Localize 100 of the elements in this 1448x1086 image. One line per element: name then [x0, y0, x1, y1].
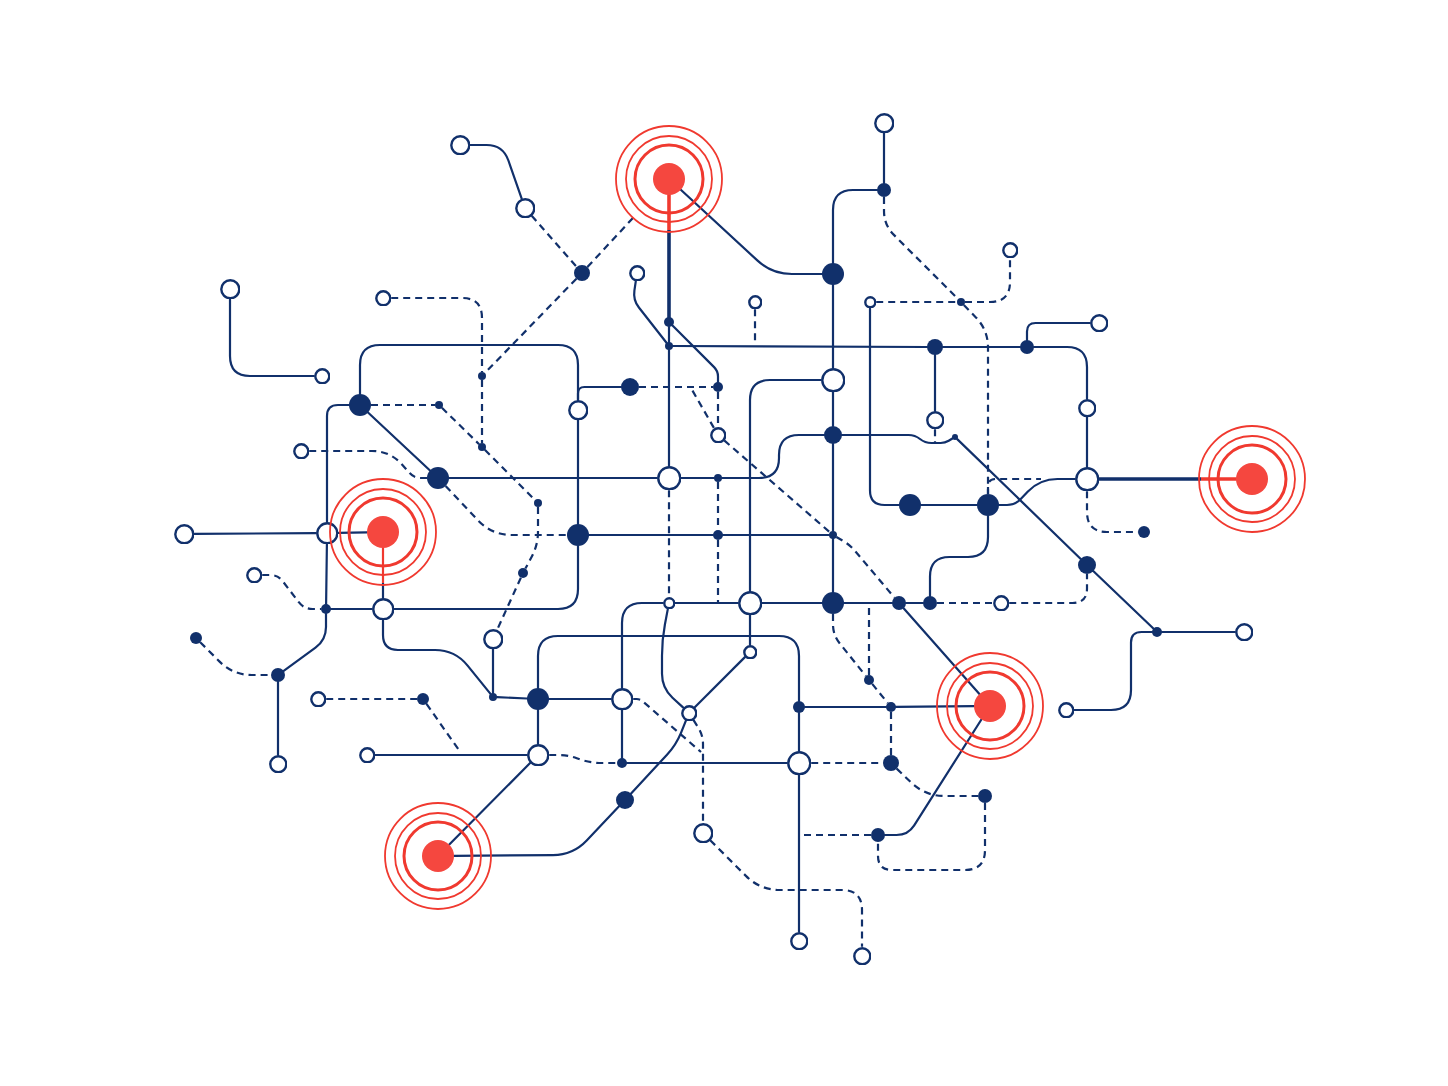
connector-line — [997, 477, 1076, 507]
open-circle-node — [852, 946, 872, 966]
connector-line — [325, 403, 351, 523]
filled-dot-node — [271, 668, 285, 682]
dashed-connector-line — [965, 258, 1012, 304]
dashed-connector-line — [895, 767, 978, 798]
open-circle-node — [309, 690, 327, 708]
filled-dot-node — [435, 401, 443, 409]
filled-dot-node — [534, 499, 542, 507]
open-circle-node — [1077, 398, 1097, 418]
open-circle-node — [219, 278, 241, 300]
filled-dot-node — [899, 494, 921, 516]
connector-line — [625, 761, 788, 765]
dashed-connector-line — [586, 217, 634, 268]
target-node — [384, 802, 492, 910]
connector-line — [1092, 570, 1155, 630]
open-circle-node — [358, 746, 376, 764]
open-circle-node — [292, 442, 310, 460]
dashed-connector-line — [986, 477, 1041, 494]
dashed-connector-line — [633, 697, 702, 753]
dashed-connector-line — [876, 300, 957, 304]
open-circle-node — [526, 743, 550, 767]
connector-line — [660, 608, 685, 709]
target-node — [1198, 425, 1306, 533]
open-circle-node — [786, 750, 812, 776]
connector-line — [366, 411, 432, 472]
dashed-connector-line — [441, 407, 480, 445]
connector-line — [536, 634, 801, 703]
filled-dot-node — [518, 568, 528, 578]
dashed-connector-line — [524, 507, 540, 570]
open-circle-node — [742, 644, 758, 660]
connector-line — [547, 697, 612, 701]
filled-dot-node — [713, 382, 723, 392]
connector-line — [721, 533, 831, 537]
connector-line — [620, 709, 624, 760]
open-circle-node — [662, 596, 676, 610]
filled-dot-node — [886, 702, 896, 712]
dashed-connector-line — [1009, 574, 1089, 605]
connector-line — [831, 442, 835, 533]
connector-line — [495, 696, 529, 700]
connector-line — [933, 353, 937, 412]
connector-line — [941, 345, 1022, 349]
open-circle-node — [1057, 701, 1075, 719]
connector-line — [928, 514, 990, 598]
filled-dot-node — [478, 443, 486, 451]
connector-line — [902, 607, 981, 696]
dashed-connector-line — [692, 719, 705, 823]
connector-line — [325, 543, 328, 606]
connector-line — [276, 680, 280, 756]
connector-line — [491, 648, 495, 695]
open-circle-node — [992, 594, 1010, 612]
filled-dot-node — [574, 265, 590, 281]
open-circle-node — [514, 197, 536, 219]
open-circle-node — [374, 289, 392, 307]
dashed-connector-line — [889, 712, 893, 755]
connector-line — [680, 476, 716, 480]
open-circle-node — [863, 295, 877, 309]
target-node — [936, 652, 1044, 760]
open-circle-node — [789, 931, 809, 951]
filled-dot-node — [824, 426, 842, 444]
connector-line — [228, 298, 315, 378]
dashed-connector-line — [549, 753, 617, 765]
filled-dot-node — [923, 596, 937, 610]
connector-line — [374, 753, 528, 757]
thick-connector-line — [1097, 477, 1238, 481]
dashed-connector-line — [690, 387, 715, 429]
dashed-connector-line — [801, 833, 871, 837]
open-circle-node — [173, 523, 195, 545]
connector-line — [761, 601, 824, 605]
filled-dot-node — [829, 531, 837, 539]
connector-line — [393, 544, 580, 611]
connector-line — [882, 132, 886, 185]
dashed-connector-line — [639, 385, 713, 389]
open-circle-node — [482, 628, 504, 650]
connector-line — [919, 503, 979, 507]
dashed-connector-line — [480, 380, 484, 443]
connector-line — [587, 533, 715, 537]
filled-dot-node — [1152, 627, 1162, 637]
open-circle-node — [1089, 313, 1109, 333]
connector-line — [337, 531, 369, 534]
open-circle-node — [925, 410, 945, 430]
open-circle-node — [628, 264, 646, 282]
connector-line — [1160, 630, 1236, 634]
open-circle-node — [709, 426, 727, 444]
connector-line — [536, 708, 540, 745]
connector-line — [674, 601, 739, 605]
filled-dot-node — [927, 339, 943, 355]
open-circle-node — [449, 134, 471, 156]
connector-line — [842, 601, 894, 605]
dashed-connector-line — [262, 573, 321, 611]
dashed-connector-line — [484, 449, 536, 501]
filled-dot-node — [321, 604, 331, 614]
filled-dot-node — [978, 789, 992, 803]
thick-connector-line — [667, 193, 671, 319]
connector-line — [448, 761, 532, 846]
connector-line — [840, 433, 954, 445]
dashed-connector-line — [876, 803, 987, 872]
connector-line — [904, 601, 925, 605]
connector-line — [803, 705, 888, 709]
connector-line — [831, 391, 835, 428]
